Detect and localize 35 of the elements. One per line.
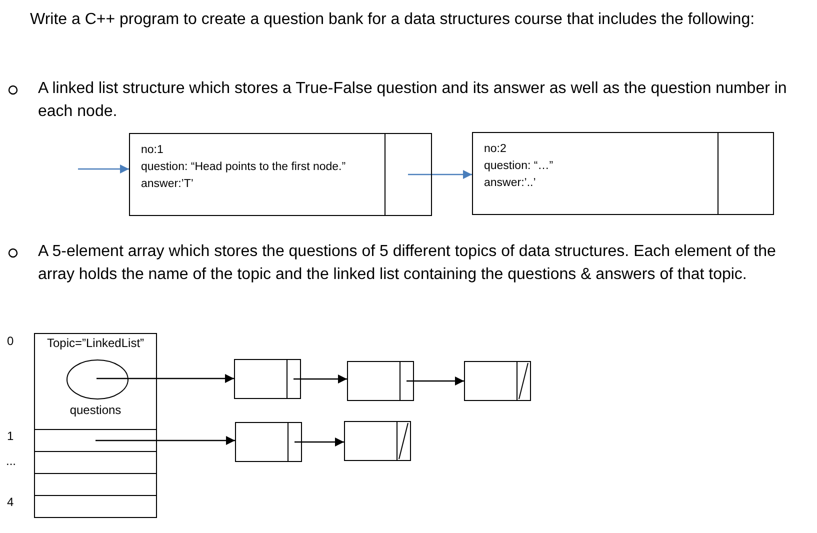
- list-node-box: [129, 133, 432, 216]
- node-text: question: “…”: [484, 159, 554, 174]
- array-cell: [34, 333, 157, 430]
- array-index-label: 1: [7, 429, 14, 443]
- array-cell: [34, 495, 157, 518]
- node-text: question: “Head points to the first node.”: [141, 160, 346, 175]
- arrow: [96, 436, 235, 445]
- arrow: [96, 374, 234, 383]
- list-node-box: [472, 132, 774, 215]
- node-text: no:2: [484, 142, 506, 157]
- instruction-text: A linked list structure which stores a True-False question and its answer as well as the question number in each node.: [38, 79, 788, 122]
- node-text: no:1: [141, 143, 164, 158]
- list-node-box: [235, 422, 302, 462]
- array-cell: [34, 451, 157, 474]
- node-text: answer:’T’: [141, 177, 194, 192]
- instruction-text: A 5-element array which stores the questions of 5 different topics of data structures. Each element of the array holds the name of the topic and the linked list containing the questions & answers of that topic.: [38, 242, 777, 285]
- list-node-box: [464, 361, 531, 401]
- arrow: [408, 170, 472, 179]
- array-index-label: 4: [7, 495, 14, 509]
- arrow: [294, 438, 344, 446]
- array-cell: [34, 429, 157, 452]
- pointer-ellipse: [66, 359, 129, 400]
- node-text: answer:’..’: [484, 176, 536, 191]
- instruction-text: Write a C++ program to create a question bank for a data structures course that includes the following:: [30, 10, 756, 30]
- array-index-label: ...: [6, 454, 16, 468]
- array-index-label: 0: [7, 334, 14, 348]
- list-node-box: [344, 421, 411, 461]
- node-text: questions: [68, 402, 122, 419]
- array-cell: [34, 473, 157, 496]
- arrow: [406, 376, 464, 386]
- list-node-box: [234, 359, 301, 399]
- node-text: Topic=”LinkedList”: [46, 335, 146, 352]
- arrow: [294, 374, 347, 384]
- arrow: [78, 164, 129, 174]
- list-node-box: [347, 361, 414, 401]
